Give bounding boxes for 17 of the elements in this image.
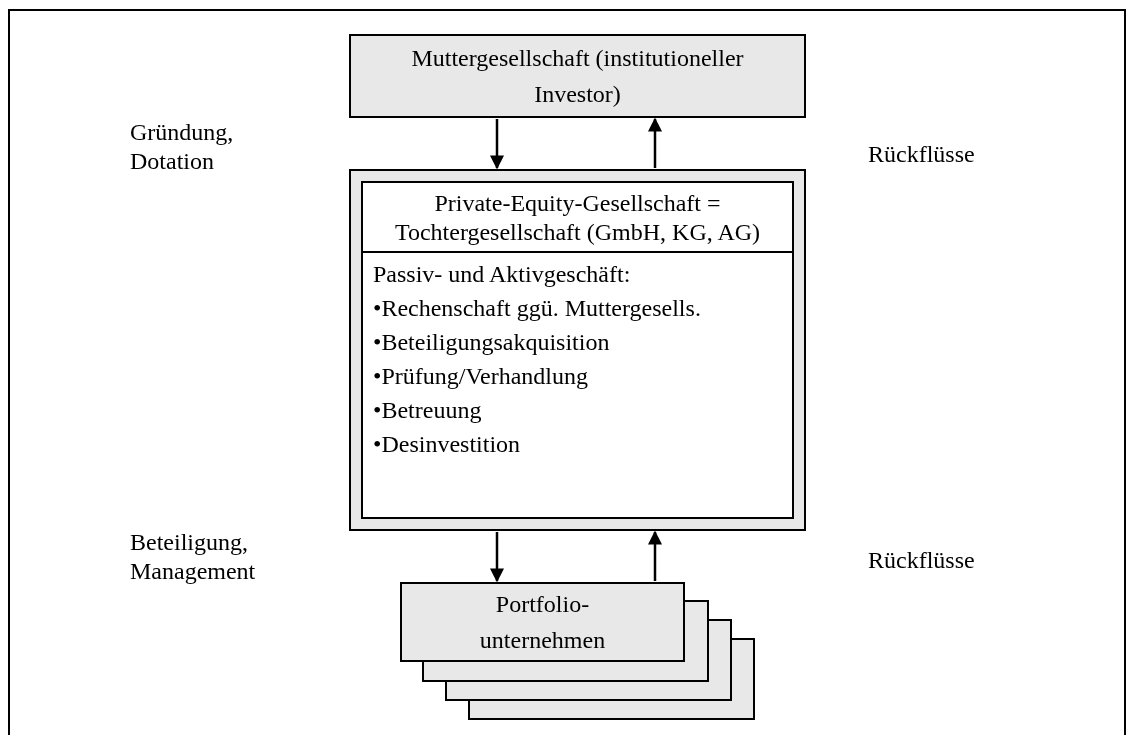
flow-label: Gründung, Dotation [130, 118, 235, 176]
flow-label: Beteiligung, Management [130, 528, 257, 586]
arrow [490, 119, 504, 170]
list-item: •Desinvestition [373, 430, 522, 459]
flow-label: Rückflüsse [868, 546, 976, 575]
flow-label: Rückflüsse [868, 140, 976, 169]
portfolio-company-box: Portfolio- unternehmen [400, 582, 685, 662]
list-item: •Betreuung [373, 396, 483, 425]
list-item: •Prüfung/Verhandlung [373, 362, 590, 391]
section-heading: Passiv- und Aktivgeschäft: [373, 260, 632, 289]
arrow [648, 530, 662, 581]
arrow [490, 532, 504, 583]
company-heading: Private-Equity-Gesellschaft = Tochtergesellschaft (GmbH, KG, AG) [363, 183, 792, 253]
list-item: •Beteiligungsakquisition [373, 328, 611, 357]
parent-company-box: Muttergesellschaft (institutioneller Investor) [349, 34, 806, 118]
arrow [648, 117, 662, 168]
list-item: •Rechenschaft ggü. Muttergesells. [373, 294, 702, 323]
